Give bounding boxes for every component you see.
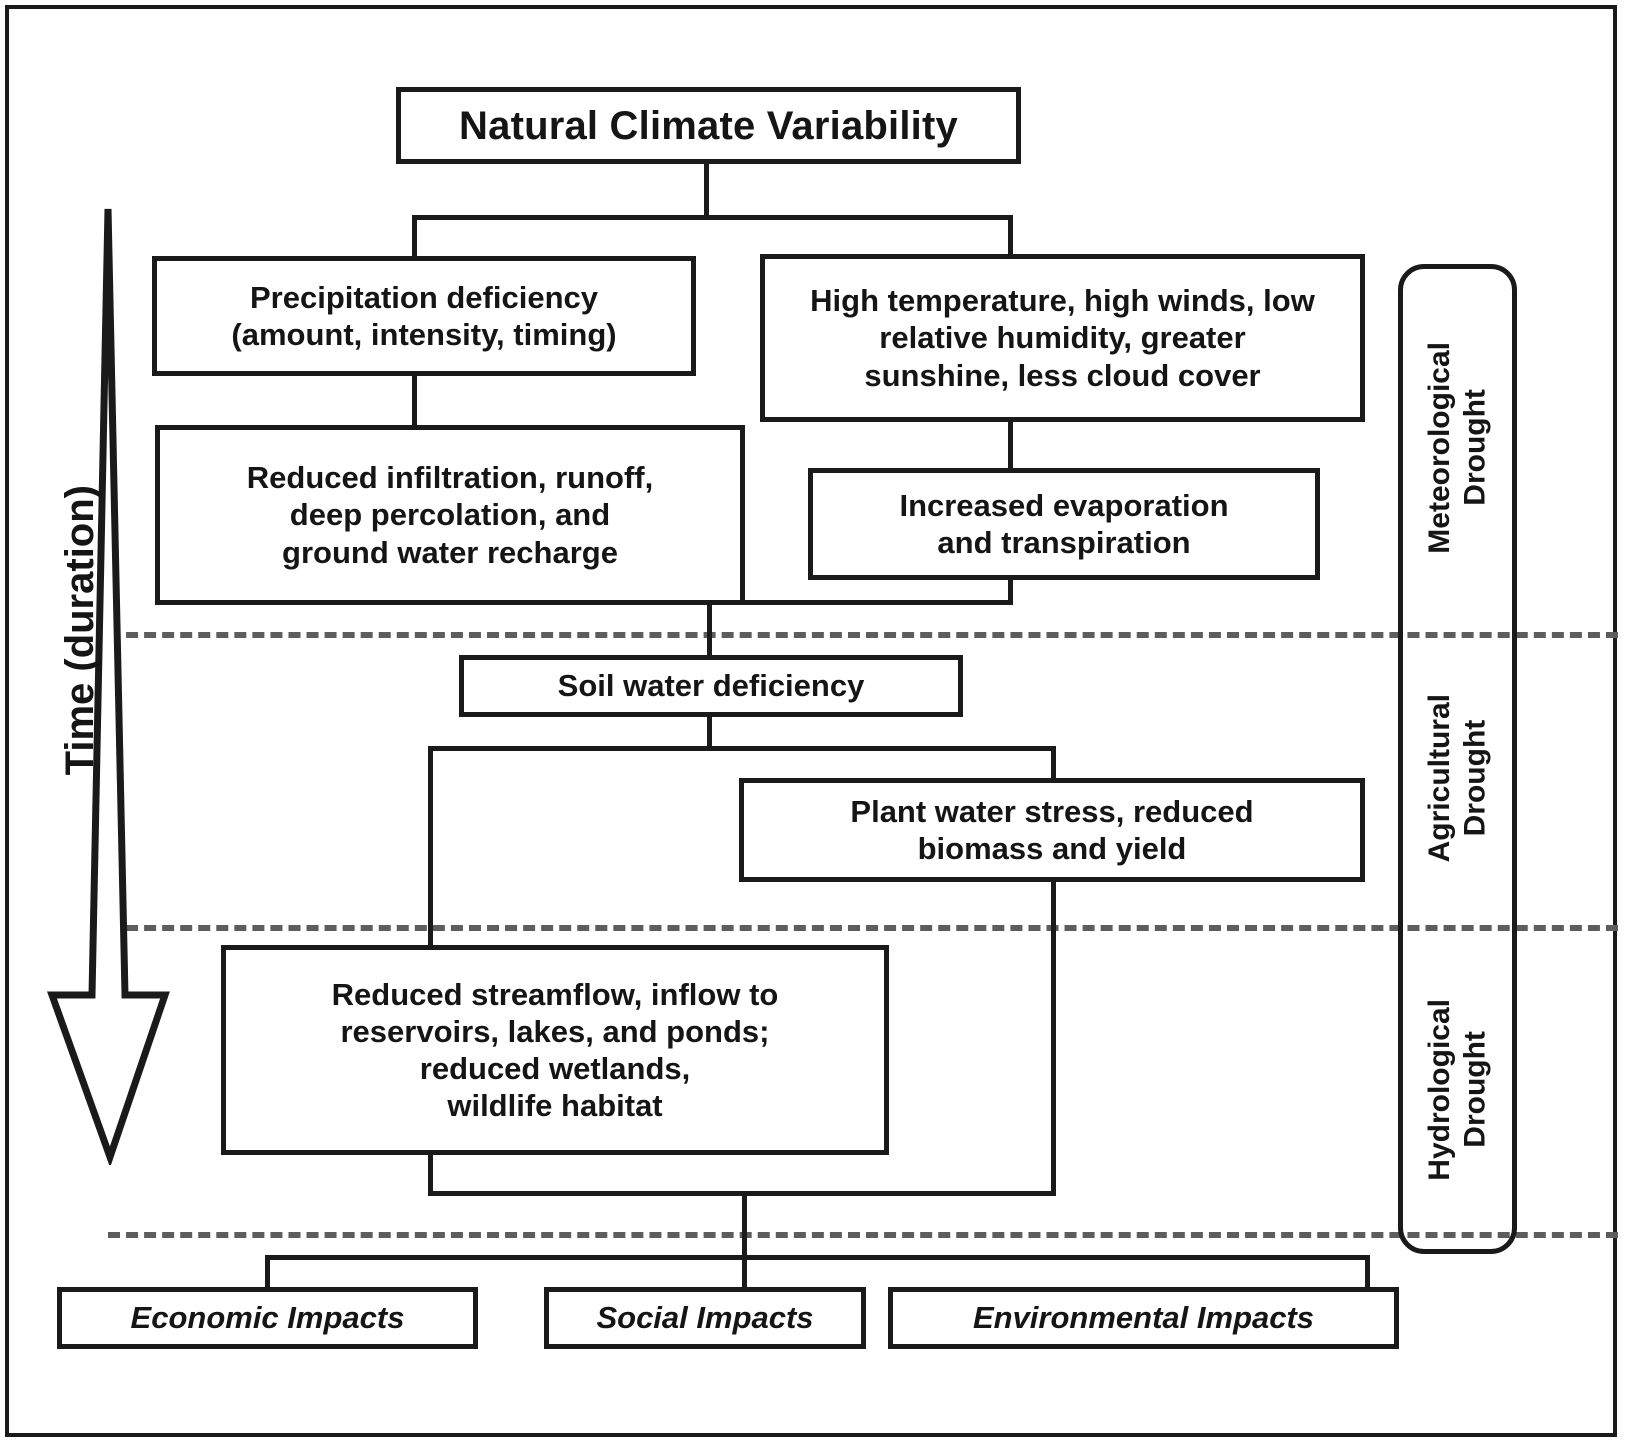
connector-root-split-bar <box>412 215 1013 220</box>
node-high-temperature[interactable]: High temperature, high winds, low relati… <box>760 254 1365 422</box>
figure-outer-border <box>5 5 1617 1437</box>
node-soil-water-deficiency[interactable]: Soil water deficiency <box>459 655 963 717</box>
connector-plant-stress-down <box>1051 880 1056 1196</box>
time-axis-label: Time (duration) <box>0 485 180 775</box>
node-precipitation-deficiency[interactable]: Precipitation deficiency (amount, intens… <box>152 256 696 376</box>
impact-box-social-label: Social Impacts <box>596 1300 814 1336</box>
impact-box-social[interactable]: Social Impacts <box>544 1287 866 1349</box>
node-reduced-infiltration-label: Reduced infiltration, runoff, deep perco… <box>246 460 654 570</box>
time-axis-label-text: Time (duration) <box>57 484 102 776</box>
connector-merge-to-soil <box>707 600 712 656</box>
node-soil-water-deficiency-label: Soil water deficiency <box>557 668 865 704</box>
impact-box-environmental-label: Environmental Impacts <box>972 1300 1315 1336</box>
connector-soil-split-bar <box>428 746 1056 751</box>
node-increased-evaporation-label: Increased evaporation and transpiration <box>899 487 1229 560</box>
drought-class-meteorological-label: Meteorological Drought <box>1423 342 1492 554</box>
node-high-temperature-label: High temperature, high winds, low relati… <box>810 283 1315 393</box>
drought-class-agricultural-label: Agricultural Drought <box>1423 694 1492 863</box>
node-increased-evaporation[interactable]: Increased evaporation and transpiration <box>808 468 1320 580</box>
impact-box-environmental[interactable]: Environmental Impacts <box>888 1287 1399 1349</box>
connector-merge-to-impacts <box>742 1191 747 1289</box>
connector-to-economic-impacts <box>265 1255 270 1291</box>
drought-class-hydrological: Hydrological Drought <box>1398 925 1517 1254</box>
node-natural-climate-variability[interactable]: Natural Climate Variability <box>396 87 1021 164</box>
connector-streamflow-down <box>428 1152 433 1196</box>
connector-precip-to-infiltration <box>412 372 417 427</box>
drought-class-panel <box>1398 264 1517 1254</box>
node-reduced-infiltration[interactable]: Reduced infiltration, runoff, deep perco… <box>155 425 745 605</box>
drought-class-meteorological: Meteorological Drought <box>1398 264 1517 632</box>
connector-to-high-temperature <box>1008 215 1013 260</box>
connector-to-social-impacts <box>742 1255 747 1291</box>
node-reduced-streamflow[interactable]: Reduced streamflow, inflow to reservoirs… <box>221 945 889 1155</box>
divider-agricultural-hydrological <box>108 925 1618 931</box>
impact-box-economic-label: Economic Impacts <box>130 1300 405 1336</box>
connector-root-stem <box>704 160 709 218</box>
connector-to-precipitation <box>412 215 417 260</box>
connector-soil-to-plant-stress <box>1051 746 1056 781</box>
node-precipitation-deficiency-label: Precipitation deficiency (amount, intens… <box>231 279 617 352</box>
node-reduced-streamflow-label: Reduced streamflow, inflow to reservoirs… <box>331 976 779 1124</box>
connector-soil-stem <box>707 716 712 751</box>
connector-temp-to-evaporation <box>1008 418 1013 470</box>
connector-to-environmental-impacts <box>1365 1255 1370 1291</box>
connector-impacts-split-bar <box>265 1255 1370 1260</box>
node-plant-water-stress-label: Plant water stress, reduced biomass and … <box>850 793 1254 866</box>
time-duration-arrow <box>30 205 190 1168</box>
divider-hydrological-impacts <box>108 1232 1618 1238</box>
impact-box-economic[interactable]: Economic Impacts <box>57 1287 478 1349</box>
drought-class-agricultural: Agricultural Drought <box>1398 632 1517 925</box>
drought-class-hydrological-label: Hydrological Drought <box>1423 998 1492 1181</box>
connector-soil-to-streamflow <box>428 746 433 946</box>
node-plant-water-stress[interactable]: Plant water stress, reduced biomass and … <box>739 778 1365 882</box>
divider-meteorological-agricultural <box>108 632 1618 638</box>
connector-evaporation-down <box>1008 576 1013 605</box>
node-natural-climate-variability-label: Natural Climate Variability <box>459 103 958 148</box>
